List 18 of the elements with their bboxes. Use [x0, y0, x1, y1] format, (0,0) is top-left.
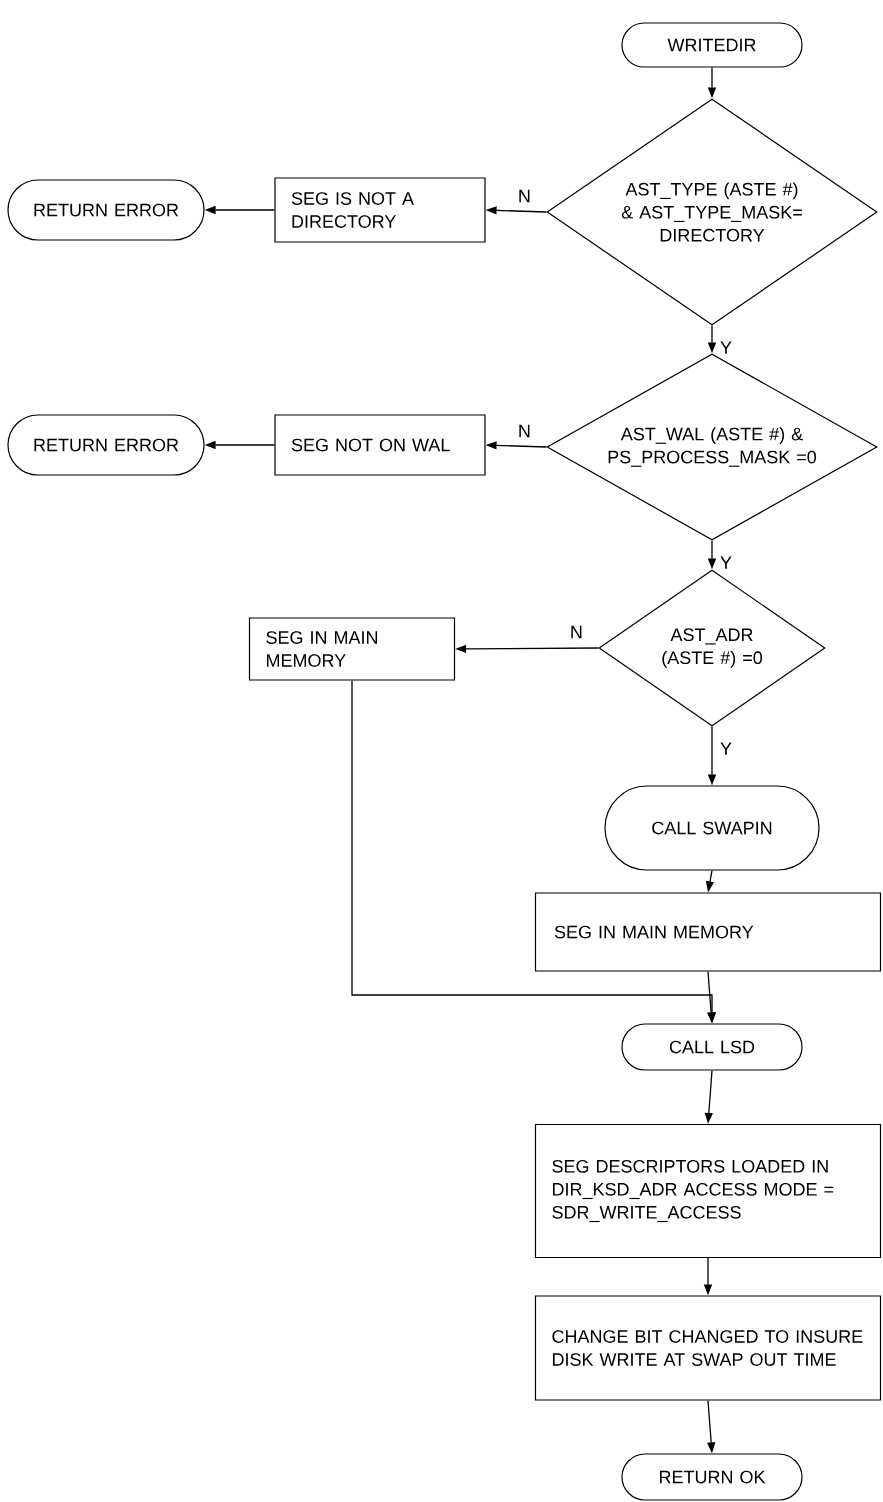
edge-label: Y	[720, 556, 732, 569]
process-box: SEG DESCRIPTORS LOADED IN DIR_KSD_ADR ACCESS MODE = SDR_WRITE_ACCESS	[534, 1123, 882, 1259]
edge-label: N	[571, 625, 582, 639]
terminal-box: WRITEDIR	[621, 22, 803, 68]
edge-label: N	[519, 189, 530, 203]
process-box: SEG IN MAIN MEMORY	[248, 617, 456, 681]
process-box: SEG IS NOT A DIRECTORY	[274, 177, 486, 243]
edge-label: Y	[720, 742, 732, 755]
terminal-box: RETURN ERROR	[7, 414, 205, 476]
terminal-box: CALL LSD	[621, 1023, 803, 1071]
process-box: SEG NOT ON WAL	[274, 414, 486, 476]
edge-label: Y	[720, 341, 732, 354]
terminal-box: RETURN OK	[621, 1453, 803, 1501]
process-box: SEG IN MAIN MEMORY	[534, 892, 882, 972]
terminal-box: RETURN ERROR	[7, 179, 205, 241]
process-box: CHANGE BIT CHANGED TO INSURE DISK WRITE AT SWAP OUT TIME	[534, 1295, 882, 1401]
edge-label: N	[519, 424, 530, 438]
terminal-box: CALL SWAPIN	[604, 785, 820, 871]
